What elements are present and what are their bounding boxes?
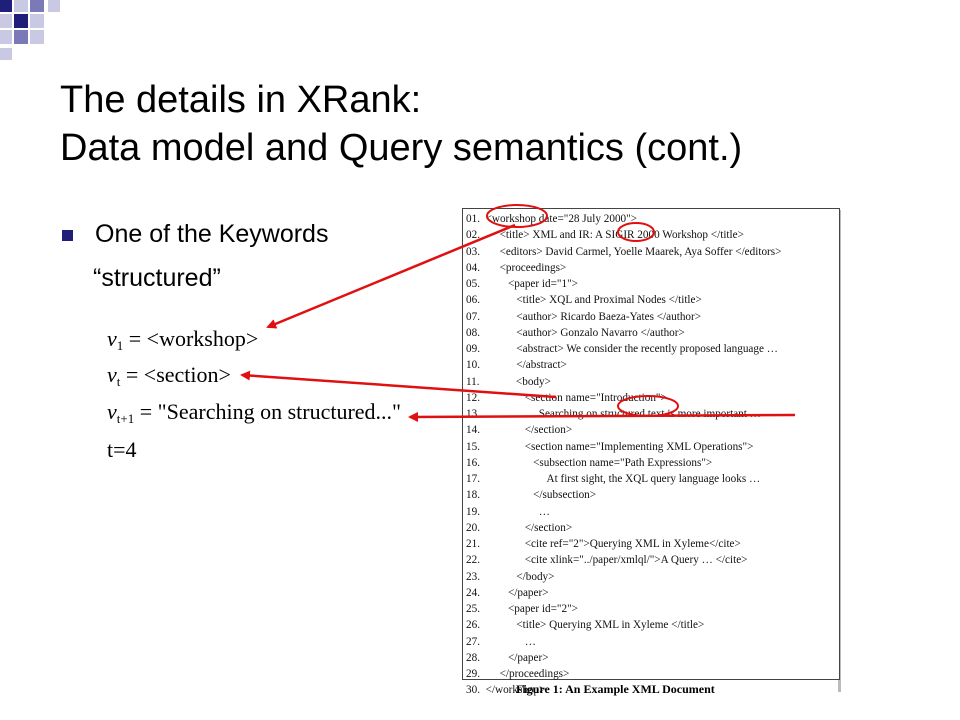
xml-code-line: 07. <author> Ricardo Baeza-Yates </autho… bbox=[466, 310, 702, 323]
formula-subscript: t+1 bbox=[116, 411, 135, 426]
xml-figure: 01. <workshop date="28 July 2000">02. <t… bbox=[462, 208, 840, 696]
xml-code-line: 08. <author> Gonzalo Navarro </author> bbox=[466, 326, 685, 339]
formula-text: t=4 bbox=[107, 437, 137, 462]
corner-square-7 bbox=[30, 14, 44, 28]
bullet-keyword: “structured” bbox=[93, 264, 221, 292]
bullet-square-icon bbox=[62, 230, 73, 241]
formula-vt1: vt+1 = "Searching on structured..." bbox=[107, 399, 401, 427]
xml-code-line: 17. At first sight, the XQL query langua… bbox=[466, 473, 761, 485]
xml-code-line: 03. <editors> David Carmel, Yoelle Maare… bbox=[466, 245, 782, 258]
xml-code-line: 27. … bbox=[466, 635, 536, 648]
formula-rhs: = <workshop> bbox=[123, 326, 259, 351]
xml-code-line: 14. </section> bbox=[466, 424, 573, 437]
corner-square-5 bbox=[0, 14, 12, 28]
formula-v1: v1 = <workshop> bbox=[107, 326, 258, 354]
formula-rhs: = "Searching on structured..." bbox=[134, 399, 402, 424]
xml-code-line: 20. </section> bbox=[466, 521, 573, 534]
xml-code-line: 24. </paper> bbox=[466, 586, 549, 599]
bullet-text: One of the Keywords bbox=[95, 220, 329, 248]
xml-code-line: 23. </body> bbox=[466, 570, 555, 583]
figure-caption: Figure 1: An Example XML Document bbox=[516, 682, 715, 696]
slide-title-line-1: The details in XRank: bbox=[60, 79, 422, 121]
corner-square-6 bbox=[14, 14, 28, 28]
formula-var: v bbox=[107, 326, 117, 351]
xml-code-line: 29. </proceedings> bbox=[466, 668, 570, 680]
xml-code-line: 25. <paper id="2"> bbox=[466, 603, 578, 615]
xml-code-line: 28. </paper> bbox=[466, 651, 549, 664]
xml-code-line: 30. </workshop> bbox=[466, 684, 546, 697]
xml-code-line: 19. … bbox=[466, 505, 550, 518]
xml-code-line: 05. <paper id="1"> bbox=[466, 278, 578, 290]
xml-code-line: 21. <cite ref="2">Querying XML in Xyleme… bbox=[466, 538, 741, 550]
workshop-highlight-circle bbox=[486, 204, 548, 228]
formula-vt: vt = <section> bbox=[107, 362, 231, 390]
corner-square-8 bbox=[0, 30, 12, 44]
xml-code-line: 18. </subsection> bbox=[466, 489, 597, 502]
formula-t: t=4 bbox=[107, 437, 137, 463]
corner-square-2 bbox=[14, 0, 28, 12]
xml-code-line: 09. <abstract> We consider the recently … bbox=[466, 343, 778, 355]
formula-var: v bbox=[107, 399, 117, 424]
xml-code-line: 01. <workshop date="28 July 2000"> bbox=[466, 213, 638, 225]
xml-code-line: 06. <title> XQL and Proximal Nodes </tit… bbox=[466, 294, 702, 307]
formula-subscript: t bbox=[116, 374, 121, 389]
slide-title: The details in XRank: Data model and Que… bbox=[60, 76, 920, 172]
corner-square-3 bbox=[30, 0, 44, 12]
xml-code-line: 04. <proceedings> bbox=[466, 261, 567, 274]
xml-code-line: 22. <cite xlink="../paper/xmlql/">A Quer… bbox=[466, 554, 748, 567]
structured-highlight-circle bbox=[617, 395, 679, 417]
corner-square-9 bbox=[14, 30, 28, 44]
arrow-structured bbox=[408, 411, 796, 422]
corner-square-4 bbox=[48, 0, 60, 12]
corner-square-1 bbox=[0, 0, 12, 12]
corner-square-11 bbox=[0, 48, 12, 60]
xml-code-line: 10. </abstract> bbox=[466, 359, 567, 372]
xml-code-line: 26. <title> Querying XML in Xyleme </tit… bbox=[466, 619, 705, 632]
formula-rhs: = <section> bbox=[120, 362, 231, 387]
formula-subscript: 1 bbox=[116, 338, 124, 353]
arrow-workshop bbox=[266, 223, 516, 329]
slide-title-line-2: Data model and Query semantics (cont.) bbox=[60, 127, 743, 169]
corner-square-10 bbox=[30, 30, 44, 44]
arrow-section bbox=[240, 370, 557, 399]
xml-code-line: 16. <subsection name="Path Expressions"> bbox=[466, 456, 713, 469]
xml-code-line: 11. <body> bbox=[466, 375, 551, 388]
xml-code-line: 15. <section name="Implementing XML Oper… bbox=[466, 440, 754, 453]
formula-var: v bbox=[107, 362, 117, 387]
sigir-highlight-circle bbox=[617, 222, 655, 242]
